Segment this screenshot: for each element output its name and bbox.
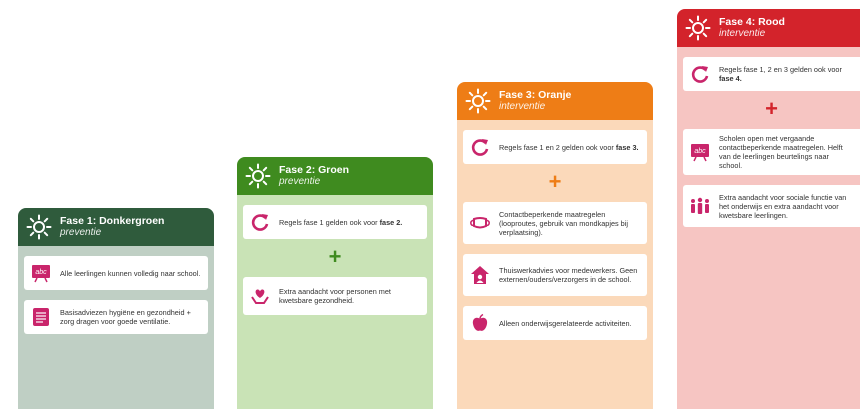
phase-3-subtitle: interventie [499,101,546,112]
sun-icon [465,88,491,114]
phase-1-header: Fase 1: Donkergroen preventie [18,208,214,246]
phase-2-header: Fase 2: Groen preventie [237,157,433,195]
plus-sign: + [765,96,778,121]
phase-3-item-4: Alleen onderwijsgerelateerde activiteite… [463,306,647,340]
phase-3-body: Regels fase 1 en 2 gelden ook voor fase … [457,120,653,409]
phase-4-header: Fase 4: Rood interventie [677,9,860,47]
phase-3-item-2: Contactbeperkende maatregelen (looproute… [463,202,647,244]
sun-icon [245,163,271,189]
refresh-icon [249,211,271,233]
plus-sign: + [328,244,342,269]
phase-2-item-2: Extra aandacht voor personen met kwetsba… [243,277,427,315]
phase-1-item-1-text: Alle leerlingen kunnen volledig naar sch… [60,268,201,278]
phase-2-column: Fase 2: Groen preventie Regels fase 1 ge… [237,157,433,409]
svg-text:abc: abc [35,269,47,276]
heart-hands-icon [249,285,271,307]
plus-sign: + [548,169,562,194]
phase-4-column: Fase 4: Rood interventie Regels fase 1, … [677,9,860,409]
sun-icon [26,214,52,240]
phase-3-item-3: Thuiswerkadvies voor medewerkers. Geen e… [463,254,647,296]
phase-3-header: Fase 3: Oranje interventie [457,82,653,120]
abc-school-icon: abc [689,141,711,163]
people-icon [689,195,711,217]
phase-4-subtitle: interventie [719,28,766,39]
phase-1-column: Fase 1: Donkergroen preventie abc Alle l… [18,208,214,409]
phase-1-item-2: Basisadviezen hygiëne en gezondheid + zo… [24,300,208,334]
phase-2-item-1: Regels fase 1 gelden ook voor fase 2. [243,205,427,239]
svg-text:abc: abc [694,148,706,155]
phase-3-column: Fase 3: Oranje interventie Regels fase 1… [457,82,653,409]
phase-2-item-2-text: Extra aandacht voor personen met kwetsba… [279,287,391,305]
phase-4-item-2: abc Scholen open met vergaande contactbe… [683,129,860,175]
apple-icon [469,312,491,334]
home-icon [469,264,491,286]
phase-2-subtitle: preventie [279,176,321,187]
phase-3-item-2-text: Contactbeperkende maatregelen (looproute… [499,209,628,237]
phase-1-item-2-text: Basisadviezen hygiëne en gezondheid + zo… [60,308,191,326]
phase-1-item-1: abc Alle leerlingen kunnen volledig naar… [24,256,208,290]
phase-4-item-1: Regels fase 1, 2 en 3 gelden ook voor fa… [683,57,860,91]
phase-4-item-2-text: Scholen open met vergaande contactbeperk… [719,134,843,170]
phase-3-item-4-text: Alleen onderwijsgerelateerde activiteite… [499,318,632,328]
phase-4-body: Regels fase 1, 2 en 3 gelden ook voor fa… [677,47,860,409]
phase-3-item-3-text: Thuiswerkadvies voor medewerkers. Geen e… [499,266,638,284]
document-icon [30,306,52,328]
phase-2-body: Regels fase 1 gelden ook voor fase 2. + … [237,195,433,409]
phase-1-body: abc Alle leerlingen kunnen volledig naar… [18,246,214,409]
refresh-icon [689,63,711,85]
phase-4-item-3-text: Extra aandacht voor sociale functie van … [719,192,847,220]
phase-1-title: Fase 1: Donkergroen [60,215,165,227]
refresh-icon [469,136,491,158]
abc-school-icon: abc [30,262,52,284]
phase-1-subtitle: preventie [60,227,102,238]
phase-3-title: Fase 3: Oranje [499,89,572,101]
phase-4-item-1-text: Regels fase 1, 2 en 3 gelden ook voor fa… [719,65,842,83]
face-mask-icon [469,212,491,234]
phase-3-item-1-text: Regels fase 1 en 2 gelden ook voor fase … [499,142,639,152]
phase-2-title: Fase 2: Groen [279,164,350,176]
phase-3-item-1: Regels fase 1 en 2 gelden ook voor fase … [463,130,647,164]
phase-2-item-1-text: Regels fase 1 gelden ook voor fase 2. [279,217,403,227]
phase-4-item-3: Extra aandacht voor sociale functie van … [683,185,860,227]
phase-4-title: Fase 4: Rood [719,16,785,28]
sun-icon [685,15,711,41]
